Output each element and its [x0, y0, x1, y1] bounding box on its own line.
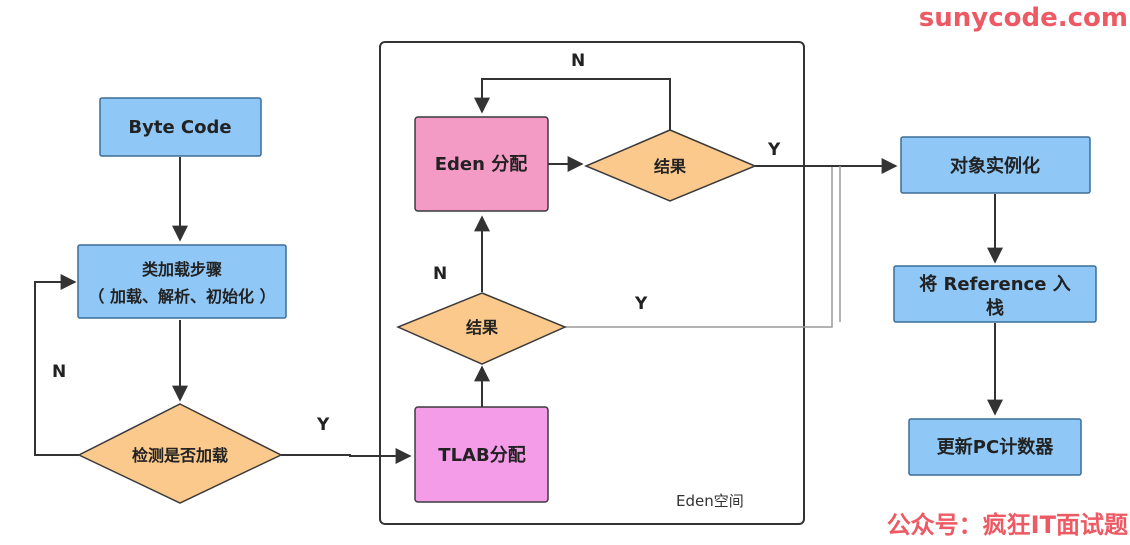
- node-push-reference: 将 Reference 入 栈: [893, 265, 1097, 323]
- edge-check-yes-to-tlab: [281, 448, 412, 464]
- node-tlab-alloc-label: TLAB分配: [438, 445, 525, 466]
- node-eden-alloc-label: Eden 分配: [435, 154, 527, 175]
- node-update-pc-label: 更新PC计数器: [937, 436, 1054, 458]
- edge-result-upper-no-loop: [474, 78, 671, 130]
- node-result-upper-label: 结果: [653, 157, 686, 176]
- edge-check-no-loop: [34, 274, 79, 456]
- node-eden-alloc: Eden 分配: [414, 116, 549, 212]
- node-class-loading-line1: 类加载步骤: [142, 260, 222, 279]
- node-push-reference-line1: 将 Reference 入: [919, 273, 1070, 295]
- edge-result-lower-yes: [565, 166, 833, 328]
- node-instantiate: 对象实例化: [900, 136, 1091, 194]
- node-byte-code: Byte Code: [99, 97, 262, 157]
- node-class-loading-line2: （ 加载、解析、初始化 ）: [88, 287, 275, 306]
- node-byte-code-label: Byte Code: [128, 117, 231, 138]
- node-class-loading: 类加载步骤 （ 加载、解析、初始化 ）: [77, 244, 287, 319]
- node-result-upper: 结果: [584, 129, 757, 202]
- watermark-account: 公众号：疯狂IT面试题: [887, 511, 1128, 539]
- edge-label-lower-no: N: [433, 264, 447, 284]
- edge-label-upper-yes: Y: [767, 140, 781, 160]
- eden-space-region: [379, 41, 805, 525]
- node-result-lower-label: 结果: [465, 318, 498, 337]
- eden-space-label: Eden空间: [676, 492, 744, 510]
- node-tlab-alloc: TLAB分配: [414, 406, 549, 503]
- edge-label-lower-yes: Y: [634, 294, 648, 314]
- node-check-loaded: 检测是否加载: [77, 403, 283, 504]
- edge-label-check-no: N: [52, 362, 66, 382]
- node-instantiate-label: 对象实例化: [950, 155, 1040, 177]
- edge-label-check-yes: Y: [316, 415, 330, 435]
- watermark-site: sunycode.com: [919, 3, 1128, 33]
- node-result-lower: 结果: [396, 292, 567, 365]
- node-check-loaded-label: 检测是否加载: [132, 446, 228, 465]
- node-update-pc: 更新PC计数器: [908, 418, 1082, 476]
- edge-label-upper-no: N: [571, 51, 585, 71]
- node-push-reference-line2: 栈: [986, 297, 1004, 319]
